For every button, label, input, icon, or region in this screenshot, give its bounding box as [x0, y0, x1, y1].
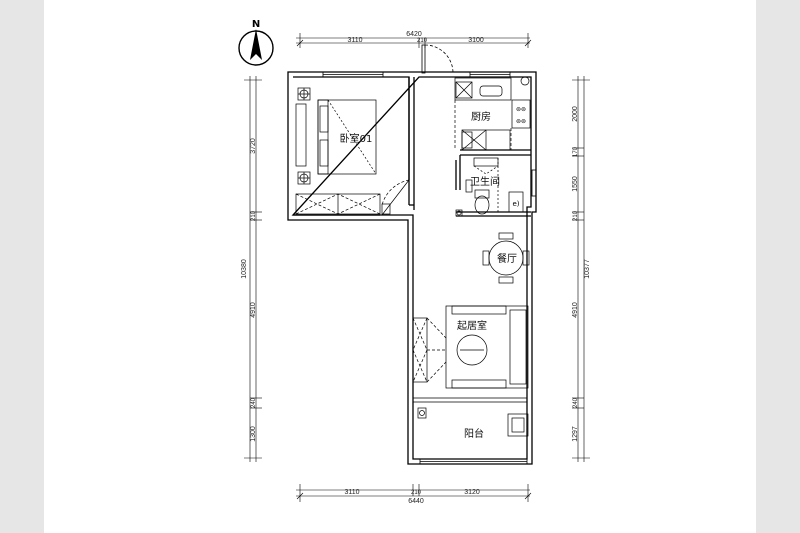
dim-bottom-right: 3120 [464, 489, 480, 496]
room-label-bathroom: 卫生间 [470, 175, 500, 188]
dim-bottom-left: 3110 [344, 489, 359, 496]
bathroom-fixtures: e) [455, 157, 524, 217]
svg-text:⊚⊚: ⊚⊚ [516, 118, 526, 125]
bottom-dimension-line [296, 484, 532, 502]
living-room-furniture [412, 305, 529, 389]
room-label-dining: 餐厅 [497, 252, 517, 265]
walls [287, 71, 537, 465]
balcony-fixtures [413, 397, 529, 437]
dim-left-seg5: 1300 [250, 426, 257, 442]
dim-bottom-total: 6440 [408, 498, 424, 505]
dim-top-left: 3110 [347, 37, 362, 44]
dim-left-seg4: 240 [251, 397, 257, 408]
room-label-bedroom: 卧室01 [340, 132, 373, 145]
north-label: N [252, 19, 260, 30]
entrance-door-icon [421, 44, 454, 74]
dim-right-seg7: 1297 [572, 426, 579, 442]
dim-right-total: 10377 [584, 259, 591, 279]
svg-text:⊚⊚: ⊚⊚ [516, 106, 526, 113]
right-dimension-line [572, 76, 590, 462]
room-label-kitchen: 厨房 [471, 110, 491, 123]
dim-top-right: 3100 [468, 37, 484, 44]
top-dimension-line [296, 33, 532, 48]
dim-left-total: 10380 [241, 259, 248, 279]
dim-left-seg1: 3720 [250, 138, 257, 154]
dim-left-seg3: 4910 [250, 302, 257, 318]
dim-right-seg4: 210 [573, 210, 579, 221]
dim-bottom-mid: 210 [411, 490, 422, 496]
room-label-living: 起居室 [457, 319, 487, 332]
dim-top-total: 6420 [406, 31, 422, 38]
left-dimension-line [244, 76, 262, 462]
floor-plan: N 6420 3110 210 3100 3110 2 [238, 19, 591, 505]
dim-right-seg1: 2000 [572, 106, 579, 122]
north-compass-icon: N [238, 19, 274, 66]
dim-right-seg6: 240 [573, 397, 579, 408]
windows [322, 71, 537, 465]
room-label-balcony: 阳台 [464, 427, 484, 440]
dim-left-seg2: 210 [251, 210, 257, 221]
dim-right-seg3: 1550 [572, 176, 579, 192]
dining-table-icon [482, 232, 530, 284]
kitchen-furniture: ⊚⊚ ⊚⊚ [454, 76, 531, 151]
dim-top-mid: 210 [417, 38, 428, 44]
dim-right-seg2: 170 [573, 146, 579, 157]
dim-right-seg5: 4910 [572, 302, 579, 318]
drawing-sheet: N 6420 3110 210 3100 3110 2 [44, 0, 756, 533]
bedroom-furniture [295, 87, 410, 216]
svg-text:e): e) [512, 200, 519, 208]
